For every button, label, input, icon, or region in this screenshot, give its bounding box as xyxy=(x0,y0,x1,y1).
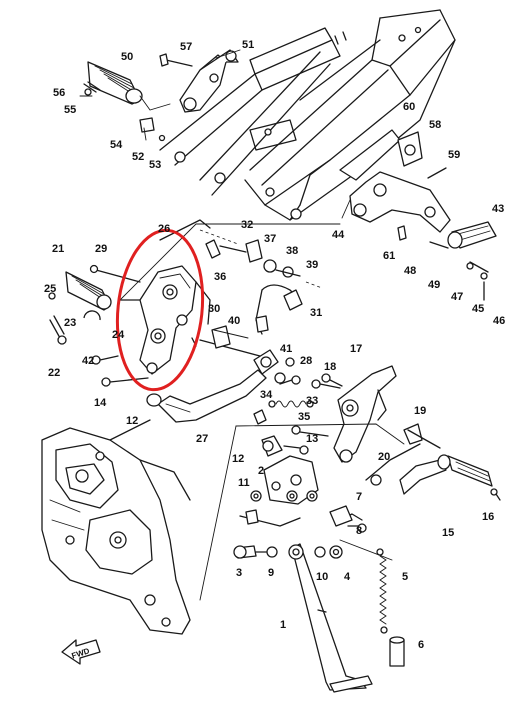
callout-9: 9 xyxy=(268,567,274,579)
callout-53: 53 xyxy=(149,159,161,171)
callout-50: 50 xyxy=(121,51,133,63)
left-footpeg-assembly xyxy=(83,49,239,142)
callout-12b: 12 xyxy=(232,453,244,465)
callout-16: 16 xyxy=(482,511,494,523)
callout-27: 27 xyxy=(196,433,208,445)
sidestand-spring xyxy=(239,505,405,667)
callout-43: 43 xyxy=(492,203,504,215)
return-spring xyxy=(253,357,341,437)
right-footrest-bracket xyxy=(339,129,497,301)
rear-footrest-bracket xyxy=(119,219,211,375)
callout-51: 51 xyxy=(242,39,254,51)
callout-29: 29 xyxy=(95,243,107,255)
callout-19: 19 xyxy=(414,405,426,417)
callout-14: 14 xyxy=(94,397,107,409)
callout-48: 48 xyxy=(404,265,416,277)
callout-46: 46 xyxy=(493,315,505,327)
callout-25: 25 xyxy=(44,283,56,295)
callout-20: 20 xyxy=(378,451,390,463)
callout-58: 58 xyxy=(429,119,441,131)
callout-12a: 12 xyxy=(126,415,138,427)
callout-55: 55 xyxy=(64,104,76,116)
callout-33: 33 xyxy=(306,395,318,407)
callout-24: 24 xyxy=(112,329,125,341)
fwd-arrow: FWD xyxy=(61,639,101,665)
callout-15: 15 xyxy=(442,527,454,539)
callout-8: 8 xyxy=(356,525,362,537)
callout-47: 47 xyxy=(451,291,463,303)
callout-23: 23 xyxy=(64,317,76,329)
callout-21: 21 xyxy=(52,243,64,255)
callout-38: 38 xyxy=(286,245,298,257)
frame-rails xyxy=(159,9,456,221)
callout-34: 34 xyxy=(260,389,273,401)
callout-41: 41 xyxy=(280,343,292,355)
brake-light-switch xyxy=(205,239,303,349)
washers xyxy=(250,490,318,502)
callout-35: 35 xyxy=(298,411,310,423)
callout-11: 11 xyxy=(238,477,250,489)
callout-61: 61 xyxy=(383,250,395,262)
callout-17: 17 xyxy=(350,343,362,355)
callout-60: 60 xyxy=(403,101,415,113)
callout-57: 57 xyxy=(180,41,192,53)
callout-30: 30 xyxy=(208,303,220,315)
callout-18: 18 xyxy=(324,361,336,373)
callout-2: 2 xyxy=(258,465,264,477)
callout-13: 13 xyxy=(306,433,318,445)
frame-casting xyxy=(41,419,191,635)
callout-10: 10 xyxy=(316,571,328,583)
callout-49: 49 xyxy=(428,279,440,291)
sidestand-assembly xyxy=(233,435,373,693)
callout-31: 31 xyxy=(310,307,322,319)
callout-22: 22 xyxy=(48,367,60,379)
callout-44: 44 xyxy=(332,229,345,241)
callout-32: 32 xyxy=(241,219,253,231)
callout-3: 3 xyxy=(236,567,242,579)
callout-56: 56 xyxy=(53,87,65,99)
callout-26: 26 xyxy=(158,223,170,235)
rider-footpeg-left xyxy=(48,264,149,387)
callout-1: 1 xyxy=(280,619,286,631)
callout-4: 4 xyxy=(344,571,351,583)
right-footrest-and-shift xyxy=(321,365,501,501)
highlight-ellipse xyxy=(115,228,205,392)
callout-36: 36 xyxy=(214,271,226,283)
callout-37: 37 xyxy=(264,233,276,245)
callout-59: 59 xyxy=(448,149,460,161)
callout-42: 42 xyxy=(82,355,94,367)
callout-45: 45 xyxy=(472,303,484,315)
callout-39: 39 xyxy=(306,259,318,271)
callout-52: 52 xyxy=(132,151,144,163)
callout-7: 7 xyxy=(356,491,362,503)
brake-pedal xyxy=(146,337,279,423)
callout-40: 40 xyxy=(228,315,240,327)
leader-lines xyxy=(79,49,405,601)
callout-28: 28 xyxy=(300,355,312,367)
callout-6: 6 xyxy=(418,639,424,651)
callout-54: 54 xyxy=(110,139,123,151)
callout-5: 5 xyxy=(402,571,408,583)
